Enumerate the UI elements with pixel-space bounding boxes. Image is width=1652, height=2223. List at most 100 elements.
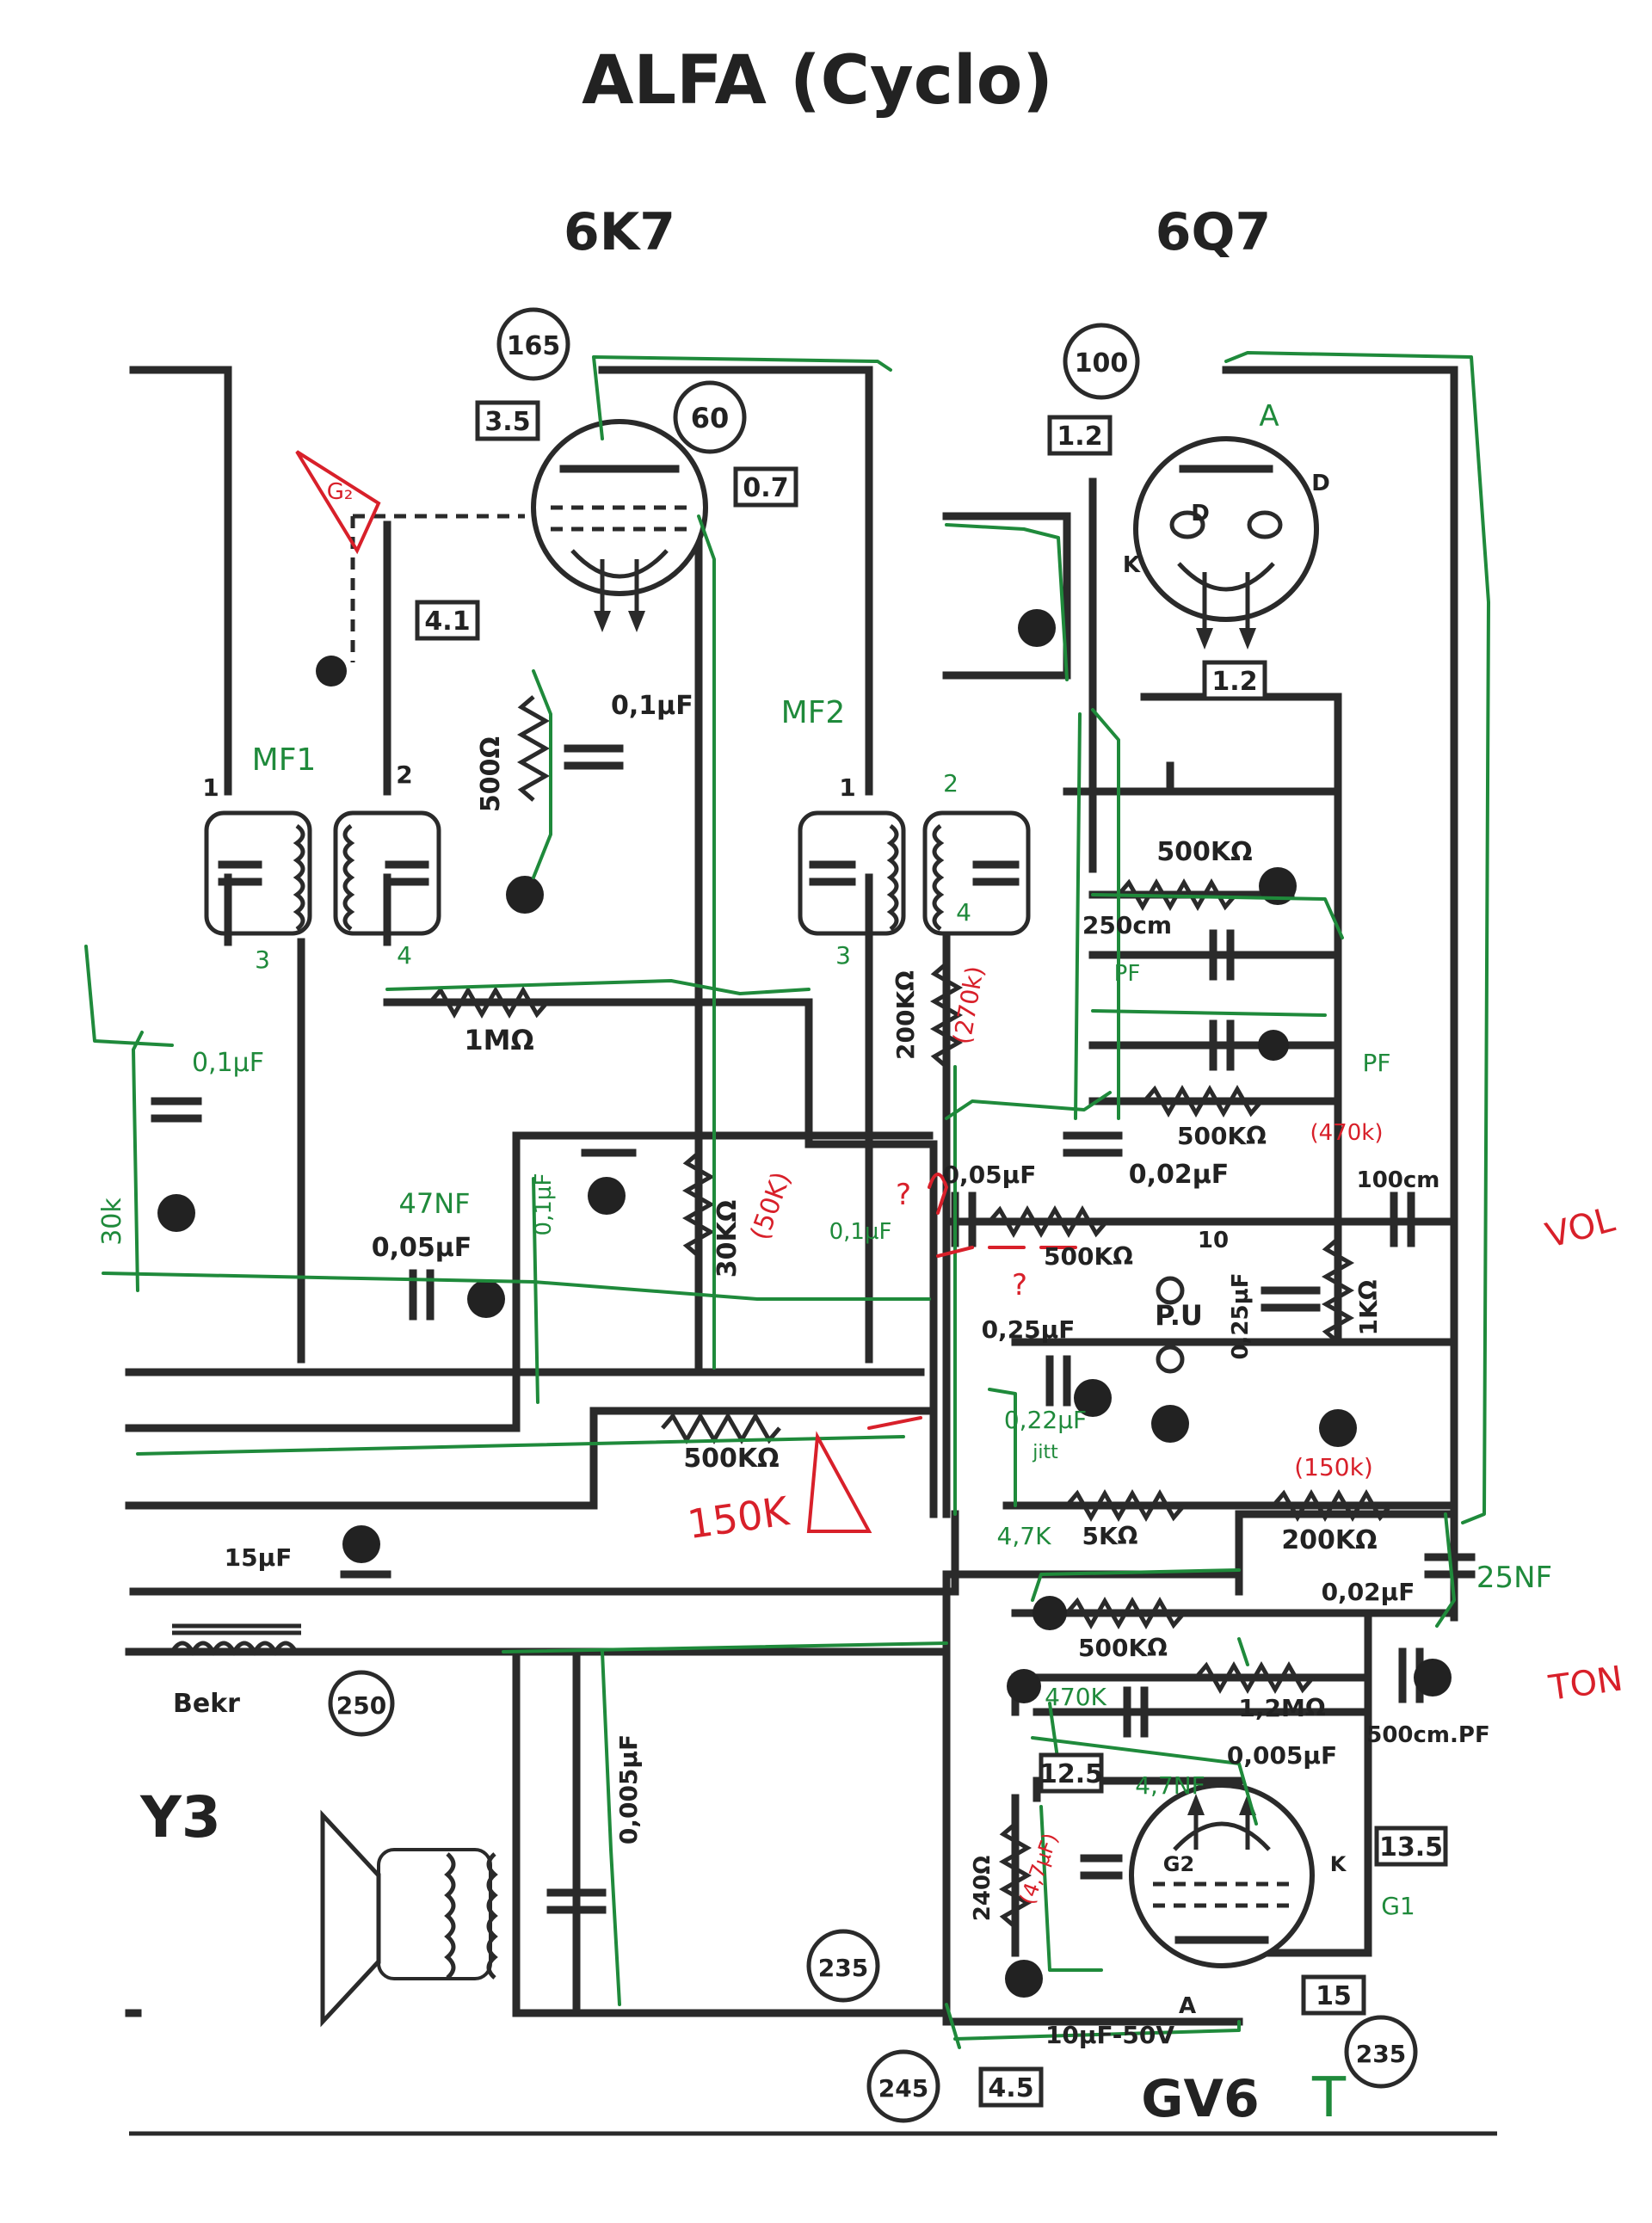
capacitors bbox=[151, 744, 1476, 1914]
label-25nf: 25NF bbox=[1476, 1561, 1552, 1595]
label-0.05uf-det: 0,05µF bbox=[943, 1161, 1037, 1189]
boxed-values: 3.5 0.7 4.1 1.2 1.2 12.5 13.5 15 4.5 bbox=[415, 400, 1448, 2108]
box-0.7: 0.7 bbox=[743, 473, 788, 503]
ground-dots bbox=[157, 609, 1452, 1998]
label-4.7k: 4,7K bbox=[997, 1522, 1052, 1550]
label-pf-2: PF bbox=[1363, 1049, 1391, 1077]
label-0.05uf-left: 0,05µF bbox=[372, 1233, 472, 1263]
label-100cm-right: 100cm bbox=[1357, 1167, 1440, 1193]
label-500k-ohm-a: 500KΩ bbox=[1156, 837, 1252, 867]
label-1.2m-ohm: 1,2MΩ bbox=[1238, 1694, 1325, 1722]
circle-235-left: 235 bbox=[818, 1954, 868, 1982]
label-mf1-pin2: 2 bbox=[396, 760, 412, 789]
label-4.7nf: 4,7NF bbox=[1135, 1771, 1205, 1800]
label-pu: P.U bbox=[1155, 1299, 1203, 1332]
speaker bbox=[320, 1809, 498, 2028]
label-500k-ohm-c: 500KΩ bbox=[683, 1444, 779, 1474]
printed-wiring bbox=[125, 366, 1497, 2136]
green-rewiring bbox=[84, 351, 1490, 2049]
label-mf2: MF2 bbox=[781, 695, 846, 730]
choke-bekr bbox=[170, 1623, 301, 1656]
label-0.1uf-cathode-green: 0,1µF bbox=[829, 1219, 892, 1245]
label-470k-green: 470K bbox=[1045, 1683, 1106, 1711]
label-g1: G1 bbox=[1381, 1892, 1415, 1920]
label-0.1uf-cathode: 0,1µF bbox=[611, 691, 693, 721]
label-pin-a-gv6: A bbox=[1179, 1993, 1196, 2019]
label-question-1: ? bbox=[896, 1178, 911, 1212]
box-1.2-top: 1.2 bbox=[1057, 422, 1102, 452]
label-0.005uf-out: 0,005µF bbox=[614, 1734, 643, 1844]
circle-60: 60 bbox=[691, 402, 730, 434]
label-pin-d1: D bbox=[1191, 501, 1210, 526]
label-240-ohm: 240Ω bbox=[970, 1856, 996, 1921]
resistors bbox=[428, 695, 1392, 1929]
circle-250: 250 bbox=[336, 1691, 386, 1720]
label-0.02uf-b: 0,02µF bbox=[1322, 1578, 1415, 1606]
label-200k-ohm-b: 200KΩ bbox=[1281, 1525, 1377, 1555]
label-mf1-pin1: 1 bbox=[202, 773, 219, 802]
circle-245: 245 bbox=[878, 2074, 928, 2103]
tube-6q7 bbox=[1133, 436, 1319, 650]
label-vol: VOL bbox=[1542, 1200, 1619, 1256]
red-markup bbox=[295, 450, 1077, 1533]
label-0.25uf-a: 0,25µF bbox=[982, 1315, 1076, 1344]
label-500k-pot: 500KΩ bbox=[1044, 1242, 1133, 1271]
box-4.5: 4.5 bbox=[988, 2073, 1033, 2103]
label-10uf-50v: 10µF-50V bbox=[1045, 2021, 1174, 2049]
label-pin-k-6q7: K bbox=[1123, 552, 1141, 578]
label-500k-ohm-b: 500KΩ bbox=[1177, 1122, 1267, 1150]
label-mf2-pin1: 1 bbox=[839, 773, 855, 802]
label-0.1uf-mid: 0,1µF bbox=[531, 1173, 557, 1236]
label-0.25uf-b: 0,25µF bbox=[1228, 1272, 1254, 1359]
label-30k-ohm: 30KΩ bbox=[712, 1200, 743, 1278]
tube-6q7-label: 6Q7 bbox=[1156, 202, 1272, 262]
label-500cm-pf: 500cm.PF bbox=[1366, 1722, 1489, 1748]
label-50k: (50K) bbox=[745, 1168, 798, 1244]
tube-6k7-label: 6K7 bbox=[564, 202, 675, 262]
label-5k-ohm: 5KΩ bbox=[1082, 1522, 1138, 1550]
label-4.7uf-red: (4,7µF) bbox=[1015, 1830, 1063, 1907]
label-30k-left: 30k bbox=[97, 1198, 127, 1246]
label-0.1uf-left: 0,1µF bbox=[192, 1048, 264, 1078]
label-0.02uf-det: 0,02µF bbox=[1129, 1160, 1230, 1190]
tube-gv6 bbox=[1129, 1783, 1315, 1968]
box-15: 15 bbox=[1316, 1981, 1352, 2011]
label-jitter: jitt bbox=[1032, 1442, 1058, 1463]
circle-100: 100 bbox=[1075, 348, 1129, 379]
label-mf1-pin4: 4 bbox=[397, 941, 412, 970]
tube-6k7 bbox=[531, 419, 708, 632]
label-pin-d2: D bbox=[1311, 471, 1330, 496]
label-pin-10: 10 bbox=[1198, 1228, 1229, 1253]
green-annotations: MF1 MF2 1 2 3 4 1 2 3 4 0,1µF 47NF 0,1µF… bbox=[97, 695, 1552, 1920]
title: ALFA (Cyclo) bbox=[582, 42, 1053, 120]
label-500k-ohm-d: 500KΩ bbox=[1078, 1634, 1168, 1662]
tube-y3-label: Y3 bbox=[139, 1784, 221, 1850]
label-47nf: 47NF bbox=[398, 1187, 470, 1220]
label-ton: TON bbox=[1545, 1659, 1624, 1709]
box-1.2-bottom: 1.2 bbox=[1211, 667, 1257, 697]
label-500-ohm-cathode: 500Ω bbox=[476, 736, 506, 812]
label-470k-red: (470k) bbox=[1310, 1120, 1384, 1146]
label-1m-ohm: 1MΩ bbox=[464, 1024, 533, 1056]
label-0.005uf: 0,005µF bbox=[1227, 1741, 1337, 1770]
label-pin-a-6q7: A bbox=[1259, 399, 1279, 434]
box-4.1: 4.1 bbox=[424, 607, 470, 637]
label-mf2-pin3: 3 bbox=[835, 941, 851, 970]
label-150k-a: (150k) bbox=[1294, 1453, 1373, 1481]
label-15uf: 15µF bbox=[225, 1543, 293, 1572]
mf1-transformer bbox=[204, 810, 441, 936]
label-mf1-pin3: 3 bbox=[255, 945, 270, 974]
circle-235-right: 235 bbox=[1356, 2040, 1406, 2068]
label-mf1: MF1 bbox=[252, 742, 317, 778]
printed-labels: 500Ω 0,1µF 1MΩ 30KΩ 0,05µF 200KΩ 500KΩ 2… bbox=[173, 399, 1490, 2049]
circle-165: 165 bbox=[507, 331, 561, 361]
label-g2-red: G₂ bbox=[327, 479, 354, 505]
label-pin-g2: G2 bbox=[1163, 1852, 1194, 1876]
tube-gv6-label: GV6 bbox=[1141, 2069, 1259, 2129]
tube-gv6-suffix: T bbox=[1311, 2066, 1347, 2130]
label-question-2: ? bbox=[1012, 1268, 1027, 1302]
mf2-transformer bbox=[798, 810, 1031, 936]
label-200k-ohm-mf2: 200KΩ bbox=[891, 970, 920, 1060]
label-mf2-pin2: 2 bbox=[943, 769, 959, 797]
